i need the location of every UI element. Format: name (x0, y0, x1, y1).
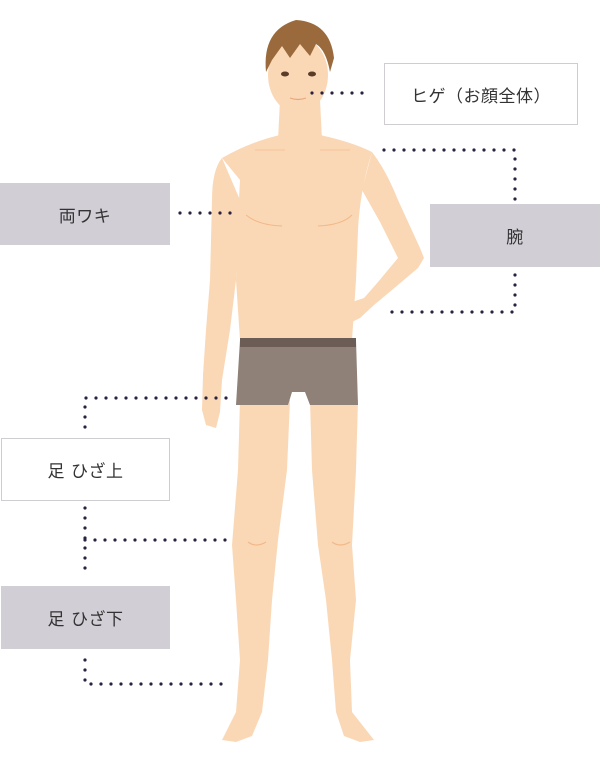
label-underarms: 両ワキ (0, 183, 170, 245)
label-beard-text: ヒゲ（お顔全体） (411, 86, 551, 107)
left-arm (202, 158, 240, 428)
label-underarms-text: 両ワキ (58, 206, 112, 227)
label-arms-text: 腕 (506, 228, 524, 248)
right-leg (310, 400, 374, 742)
label-legs-below-knee-text: 足 ひざ下 (47, 610, 124, 630)
hair (265, 20, 334, 72)
leader-arms-top (382, 148, 517, 202)
label-legs-below-knee: 足 ひざ下 (1, 586, 170, 649)
leader-above-knee-top (83, 396, 228, 430)
leader-arms-bottom (382, 273, 517, 314)
label-beard: ヒゲ（お顔全体） (384, 63, 578, 125)
label-legs-above-knee: 足 ひざ上 (1, 438, 170, 501)
label-arms: 腕 (430, 204, 600, 267)
left-leg (222, 400, 290, 742)
torso (222, 135, 372, 340)
underwear (236, 340, 358, 405)
leader-below-knee (83, 658, 228, 686)
label-legs-above-knee-text: 足 ひざ上 (47, 462, 124, 482)
waistband (240, 338, 356, 347)
right-arm (328, 152, 424, 325)
